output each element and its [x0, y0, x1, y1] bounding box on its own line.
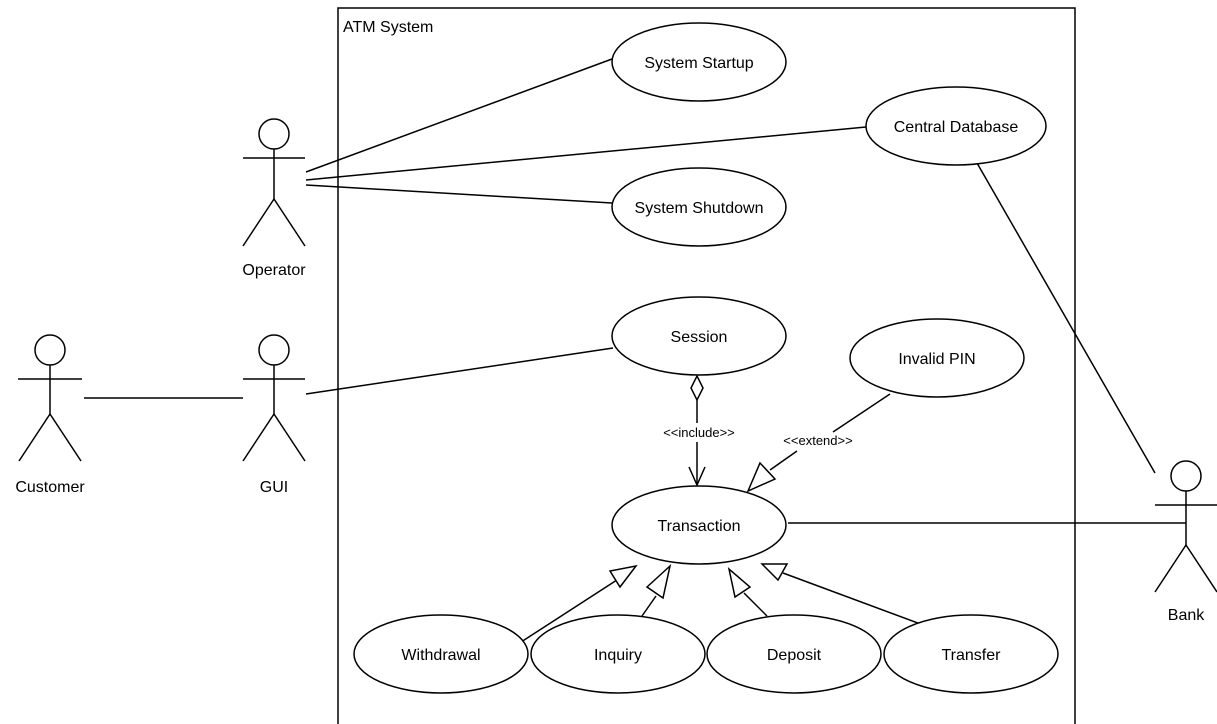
- actor-label: Bank: [1168, 607, 1205, 624]
- include-relation: <<include>>: [663, 374, 735, 487]
- use-case-central-database[interactable]: Central Database: [865, 86, 1047, 166]
- generalization-arrowhead-deposit: [727, 566, 752, 599]
- assoc-operator-shutdown: [305, 184, 613, 204]
- extend-label: <<extend>>: [783, 433, 852, 448]
- actor-label: Operator: [242, 262, 306, 279]
- extend-relation: <<extend>>: [746, 393, 891, 493]
- associations: [84, 58, 1186, 524]
- actor-label: Customer: [15, 479, 85, 496]
- use-case-label: Deposit: [767, 647, 822, 664]
- include-label: <<include>>: [663, 425, 735, 440]
- use-case-transaction[interactable]: Transaction: [611, 485, 787, 565]
- use-case-label: Withdrawal: [401, 647, 480, 664]
- use-case-label: Transfer: [942, 647, 1002, 664]
- use-case-label: Inquiry: [594, 647, 642, 664]
- system-boundary: [337, 7, 1076, 724]
- use-case-inquiry[interactable]: Inquiry: [530, 614, 706, 694]
- use-case-invalid-pin[interactable]: Invalid PIN: [849, 318, 1025, 398]
- actor-operator[interactable]: Operator: [242, 118, 306, 279]
- generalization-arrowhead-withdrawal: [608, 564, 638, 589]
- use-case-label: Session: [671, 329, 728, 346]
- use-case-withdrawal[interactable]: Withdrawal: [353, 614, 529, 694]
- use-case-startup[interactable]: System Startup: [611, 22, 787, 102]
- use-case-session[interactable]: Session: [611, 296, 787, 376]
- generalization-arrowhead-inquiry: [645, 563, 672, 600]
- use-case-label: Transaction: [658, 518, 741, 535]
- use-case-shutdown[interactable]: System Shutdown: [611, 167, 787, 247]
- actor-gui[interactable]: GUI: [242, 334, 306, 496]
- assoc-operator-central-db: [305, 126, 867, 181]
- use-case-transfer[interactable]: Transfer: [883, 614, 1059, 694]
- use-case-label: Invalid PIN: [898, 351, 975, 368]
- use-case-label: System Startup: [644, 55, 753, 72]
- system-title: ATM System: [343, 19, 433, 36]
- assoc-operator-startup: [305, 58, 613, 173]
- assoc-gui-session: [305, 347, 614, 395]
- actor-bank[interactable]: Bank: [1154, 460, 1217, 624]
- actor-customer[interactable]: Customer: [15, 334, 85, 496]
- extend-arrowhead: [746, 461, 777, 493]
- include-arrowhead: [688, 466, 706, 487]
- generalization-arrowhead-transfer: [760, 563, 789, 582]
- use-case-label: Central Database: [894, 119, 1019, 136]
- actor-label: GUI: [260, 479, 288, 496]
- use-case-label: System Shutdown: [635, 200, 764, 217]
- aggregation-diamond: [690, 374, 704, 402]
- assoc-central-db-bank: [976, 162, 1156, 474]
- use-case-deposit[interactable]: Deposit: [706, 614, 882, 694]
